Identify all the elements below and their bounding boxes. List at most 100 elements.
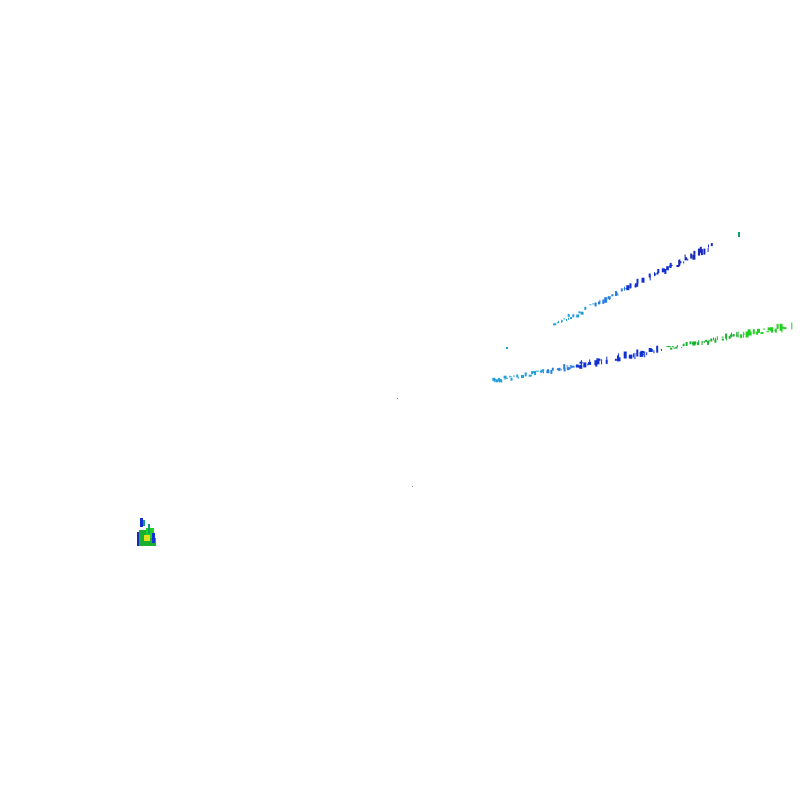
upper-trail-mark <box>611 294 614 297</box>
lower-trail-mark <box>566 367 570 371</box>
left-cluster-mark <box>152 533 155 543</box>
lower-trail-mark <box>675 346 678 349</box>
upper-trail-mark <box>616 292 618 295</box>
lower-trail-mark <box>524 372 526 375</box>
lower-trail-mark <box>506 377 509 379</box>
lower-trail-mark <box>783 327 787 330</box>
upper-trail-mark <box>661 268 665 273</box>
left-cluster <box>137 518 156 546</box>
lower-trail-mark <box>618 353 620 361</box>
lower-trail-mark <box>542 369 545 372</box>
upper-trail-mark <box>626 285 630 291</box>
lower-trail-mark <box>736 332 738 338</box>
lower-trail-mark <box>528 374 532 377</box>
upper-trail-mark <box>580 311 584 315</box>
upper-trail-mark <box>700 249 703 256</box>
lower-trail-mark <box>583 362 587 368</box>
upper-trail-mark <box>657 269 660 273</box>
lower-trail-mark <box>641 353 644 355</box>
lower-trail-mark <box>676 345 678 348</box>
lower-trail-mark <box>767 327 771 331</box>
lower-trail-mark <box>745 331 749 338</box>
lower-trail-mark <box>646 352 648 356</box>
lower-trail-mark <box>756 331 758 335</box>
lower-trail-mark <box>517 376 519 379</box>
upper-trail-mark <box>617 293 619 296</box>
upper-trail-mark <box>655 273 657 276</box>
upper-trail-mark <box>568 317 569 320</box>
upper-trail-mark <box>667 266 669 271</box>
lower-trail-mark <box>513 375 515 378</box>
lower-trail-mark <box>532 371 536 374</box>
lower-trail-mark <box>499 380 500 383</box>
lower-trail-mark <box>551 367 554 371</box>
lower-trail-mark <box>561 369 562 371</box>
lower-trail-mark <box>495 379 499 383</box>
lower-trail-mark <box>498 379 502 383</box>
lower-trail-mark <box>509 375 511 378</box>
lower-trail-mark <box>716 336 718 341</box>
lower-trail-mark <box>598 358 601 361</box>
lower-trail-mark <box>774 328 777 333</box>
lower-trail-mark <box>653 350 655 354</box>
upper-trail-mark <box>654 272 655 277</box>
upper-trail-mark <box>589 304 592 306</box>
upper-trail-mark <box>578 311 581 314</box>
upper-trail-mark <box>615 291 617 296</box>
lower-trail-mark <box>563 367 566 372</box>
lower-trail-mark <box>595 360 598 367</box>
upper-trail-mark <box>636 282 639 287</box>
lower-trail-mark <box>558 367 561 371</box>
lower-trail-mark <box>698 340 700 343</box>
lower-trail-mark <box>771 328 773 333</box>
lower-trail-mark <box>644 351 646 358</box>
lower-trail-mark <box>606 356 608 363</box>
lower-trail-mark <box>550 369 553 374</box>
lower-trail-mark <box>575 364 579 368</box>
upper-trail-mark <box>738 232 740 237</box>
lower-trail-mark <box>791 322 793 330</box>
lower-trail-mark <box>701 341 703 346</box>
left-cluster-mark <box>143 520 145 526</box>
lower-trail-mark <box>628 354 632 359</box>
upper-trail <box>506 232 740 349</box>
lower-trail-mark <box>683 343 685 346</box>
lower-trail-mark <box>680 347 682 348</box>
lower-trail-mark <box>660 348 662 351</box>
lower-trail-mark <box>742 333 745 335</box>
lower-trail-mark <box>571 365 575 368</box>
upper-trail-mark <box>693 250 696 255</box>
upper-trail-mark <box>584 306 587 310</box>
lower-trail-mark <box>725 333 728 339</box>
upper-trail-mark <box>561 319 563 323</box>
lower-trail-mark <box>636 349 639 357</box>
lower-trail-mark <box>589 359 591 364</box>
center-dot <box>412 486 413 487</box>
upper-trail-mark <box>707 248 709 252</box>
upper-trail-mark <box>683 261 685 264</box>
upper-trail-mark <box>669 262 672 268</box>
lower-trail-mark <box>737 331 739 338</box>
lower-trail-mark <box>535 370 539 372</box>
lower-trail-mark <box>650 348 653 352</box>
upper-trail-mark <box>561 320 563 323</box>
upper-trail-mark <box>556 322 559 324</box>
lower-trail-mark <box>748 331 752 336</box>
lower-trail-mark <box>504 379 506 381</box>
lower-trail-mark <box>668 346 671 348</box>
lower-trail-mark <box>543 371 544 374</box>
lower-trail-mark <box>632 353 634 358</box>
lower-trail-mark <box>670 347 673 350</box>
lower-trail-mark <box>693 341 697 345</box>
lower-trail-mark <box>579 364 583 369</box>
lower-trail-mark <box>710 338 713 342</box>
lower-trail-mark <box>614 358 617 361</box>
upper-trail-mark <box>553 323 557 326</box>
upper-trail-mark <box>710 243 713 247</box>
lower-trail-mark <box>556 368 559 371</box>
upper-trail-mark <box>624 286 625 291</box>
upper-trail-mark <box>506 347 508 349</box>
upper-trail-mark <box>690 253 693 259</box>
lower-trail-mark <box>701 341 704 343</box>
